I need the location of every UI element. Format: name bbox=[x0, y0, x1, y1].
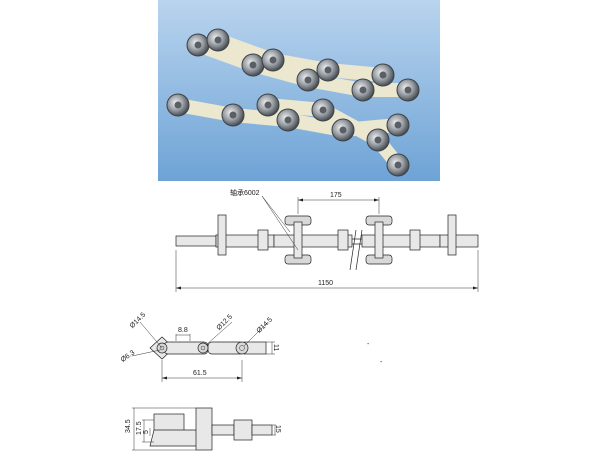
top-dim-2: 8.8 bbox=[178, 327, 188, 334]
chain-bearing-hub bbox=[194, 41, 202, 49]
side-dim-3: 5 bbox=[143, 430, 150, 434]
chain-bearing-hub bbox=[394, 121, 402, 129]
bearing-label: 轴承6002 bbox=[230, 188, 260, 197]
chain-bearing-hub bbox=[284, 116, 292, 124]
chain-bearing-hub bbox=[319, 106, 327, 114]
top-view bbox=[131, 321, 275, 382]
side-dim-4: 15 bbox=[274, 425, 281, 433]
chain-bearing-hub bbox=[404, 86, 412, 94]
chain-bearing-hub bbox=[264, 101, 272, 109]
front-view bbox=[175, 195, 479, 292]
chain-bearing-hub bbox=[214, 36, 222, 44]
mark-2: - bbox=[380, 359, 383, 366]
chain-bearing-hub bbox=[304, 76, 312, 84]
chain-bearing-hub bbox=[249, 61, 257, 69]
chain-bearings bbox=[166, 28, 420, 177]
top-dim-5: Ø6.3 bbox=[120, 349, 137, 363]
pitch-label: 175 bbox=[330, 192, 342, 199]
top-dim-6: 11 bbox=[272, 344, 279, 351]
side-view bbox=[132, 407, 276, 451]
chain-bearing-hub bbox=[339, 126, 347, 134]
side-dim-2: 17.5 bbox=[136, 421, 143, 435]
top-dim-4: Ø14.5 bbox=[256, 316, 275, 335]
chain-bearing-hub bbox=[174, 101, 182, 109]
chain-bearing-hub bbox=[374, 136, 382, 144]
chain-bearing-hub bbox=[269, 56, 277, 64]
top-dim-7: 61.5 bbox=[193, 370, 207, 377]
total-length-label: 1150 bbox=[318, 280, 333, 287]
chain-bearing-hub bbox=[359, 86, 367, 94]
chain-bearing-hub bbox=[229, 111, 237, 119]
chain-bearing-hub bbox=[394, 161, 402, 169]
side-dim-1: 34.5 bbox=[125, 419, 132, 433]
chain-photo bbox=[158, 0, 440, 181]
chain-bearing-hub bbox=[324, 66, 332, 74]
mark-1: - bbox=[367, 341, 370, 348]
chain-bearing-hub bbox=[379, 71, 387, 79]
